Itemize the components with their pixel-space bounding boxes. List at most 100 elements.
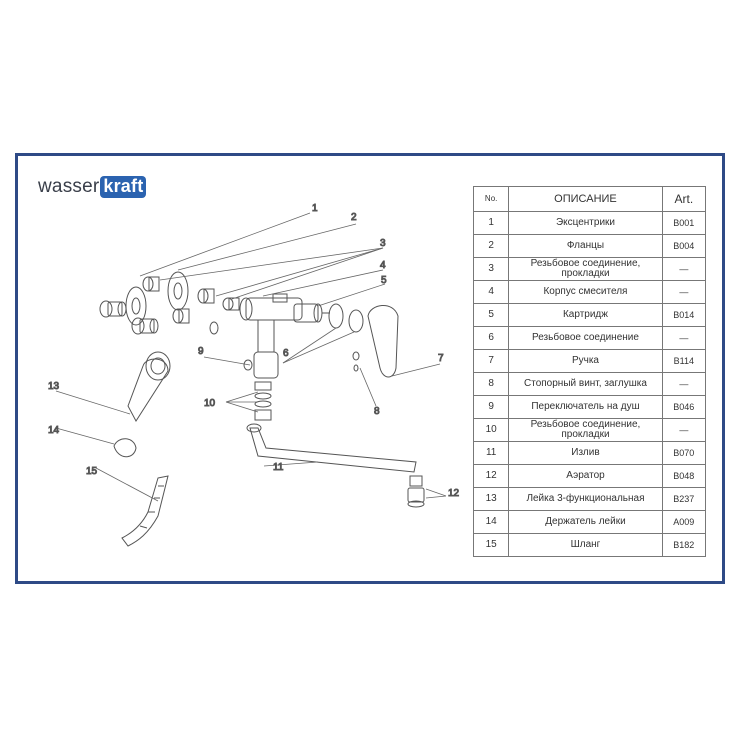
part-shower-head (127, 351, 171, 422)
row-num: 3 (472, 257, 510, 281)
part-spout (246, 423, 417, 473)
row-desc: Эксцентрики (508, 211, 663, 235)
row-num: 5 (472, 303, 510, 327)
row-desc: Резьбовое соединение (508, 326, 663, 350)
callout-8: 8 (374, 406, 380, 417)
callout-11: 11 (273, 462, 284, 473)
header-desc: ОПИСАНИЕ (508, 186, 663, 212)
callout-3: 3 (380, 238, 386, 249)
callout-12: 12 (448, 488, 460, 499)
row-art: — (661, 257, 707, 281)
row-desc: Стопорный винт, заглушка (508, 372, 663, 396)
part-mixer-body (239, 293, 303, 353)
row-desc: Излив (508, 441, 663, 465)
part-threaded-connection (328, 303, 364, 333)
part-eccentrics (99, 300, 159, 335)
callout-15: 15 (86, 466, 98, 477)
row-art: B048 (661, 464, 707, 488)
brand-prefix: wasser (38, 176, 100, 197)
row-art: B046 (661, 395, 707, 419)
row-desc: Лейка 3-функциональная (508, 487, 663, 511)
part-diverter (243, 351, 279, 379)
callout-13: 13 (48, 381, 60, 392)
part-set-screw (352, 351, 360, 372)
callout-10: 10 (204, 398, 216, 409)
row-desc: Шланг (508, 533, 663, 557)
row-num: 15 (472, 533, 510, 557)
row-art: B014 (661, 303, 707, 327)
part-connectors (142, 276, 240, 335)
header-num: No. (472, 186, 510, 212)
part-hose (121, 475, 169, 547)
row-art: — (661, 418, 707, 442)
row-art: A009 (661, 510, 707, 534)
part-aerator (407, 475, 425, 508)
row-num: 8 (472, 372, 510, 396)
row-art: B070 (661, 441, 707, 465)
row-num: 9 (472, 395, 510, 419)
callout-7: 7 (438, 353, 444, 364)
row-desc: Корпус смесителя (508, 280, 663, 304)
row-desc: Картридж (508, 303, 663, 327)
part-cartridge (293, 303, 330, 323)
row-art: B114 (661, 349, 707, 373)
row-num: 6 (472, 326, 510, 350)
callout-4: 4 (380, 260, 386, 271)
row-num: 7 (472, 349, 510, 373)
callout-6: 6 (283, 348, 289, 359)
row-art: B004 (661, 234, 707, 258)
row-num: 4 (472, 280, 510, 304)
row-num: 12 (472, 464, 510, 488)
row-desc: Резьбовое соединение, прокладки (508, 418, 663, 442)
header-art: Art. (661, 186, 707, 212)
row-desc: Фланцы (508, 234, 663, 258)
exploded-view-diagram: 1 2 3 4 5 6 7 8 9 10 11 12 13 14 15 (48, 203, 461, 547)
row-num: 1 (472, 211, 510, 235)
row-num: 10 (472, 418, 510, 442)
row-num: 11 (472, 441, 510, 465)
row-num: 2 (472, 234, 510, 258)
row-desc: Переключатель на душ (508, 395, 663, 419)
part-handle (367, 305, 399, 378)
part-flanges (125, 271, 189, 326)
callout-2: 2 (351, 212, 357, 223)
row-art: B001 (661, 211, 707, 235)
callout-labels: 1 2 3 4 5 6 7 8 9 10 11 12 13 14 15 (48, 203, 461, 500)
callout-14: 14 (48, 425, 60, 436)
callout-9: 9 (198, 346, 204, 357)
row-art: B237 (661, 487, 707, 511)
part-holder (113, 438, 137, 458)
callout-5: 5 (381, 275, 387, 286)
row-art: — (661, 372, 707, 396)
row-art: B182 (661, 533, 707, 557)
row-desc: Держатель лейки (508, 510, 663, 534)
row-num: 13 (472, 487, 510, 511)
row-art: — (661, 280, 707, 304)
row-desc: Ручка (508, 349, 663, 373)
callout-1: 1 (312, 203, 318, 214)
parts-table-header: No. ОПИСАНИЕ Art. (472, 186, 707, 212)
leader-lines (55, 212, 447, 502)
part-connectors-lower (254, 381, 272, 421)
brand-suffix: kraft (100, 176, 147, 198)
row-art: — (661, 326, 707, 350)
row-desc: Аэратор (508, 464, 663, 488)
row-num: 14 (472, 510, 510, 534)
